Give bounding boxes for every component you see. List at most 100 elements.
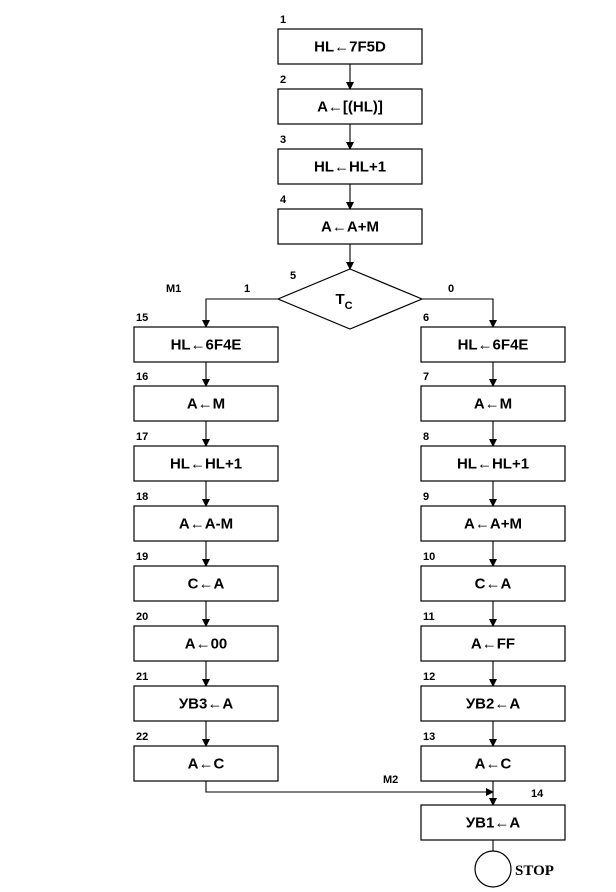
process-label: HL←6F4E <box>458 337 529 354</box>
branch-label-no: 0 <box>448 283 454 295</box>
node-5: TC 5 <box>276 268 424 330</box>
process-label: HL←6F4E <box>171 337 242 354</box>
process-label: C←A <box>188 576 225 593</box>
process-label: A←A-M <box>179 516 233 533</box>
process-box <box>133 385 279 422</box>
process-label: A←C <box>475 756 512 773</box>
process-box <box>420 505 566 542</box>
process-label: УВ1←A <box>466 815 521 832</box>
branch-label-yes: 1 <box>244 283 250 295</box>
process-label: A←A+M <box>321 219 379 236</box>
process-label: HL←7F5D <box>314 39 386 56</box>
node-9: A←A+M 9 <box>420 491 566 542</box>
flow-connector <box>205 781 494 796</box>
process-box <box>420 445 566 482</box>
process-box <box>133 505 279 542</box>
process-box <box>277 28 423 65</box>
terminal-label: STOP <box>515 863 554 879</box>
node-21: УВ3←A 21 <box>133 671 279 722</box>
process-label: A←[(HL)] <box>317 99 383 116</box>
marker-m1: M1 <box>166 283 181 295</box>
process-box <box>420 326 566 363</box>
step-number: 3 <box>280 134 286 146</box>
flowchart-edges <box>202 64 497 851</box>
step-number: 1 <box>280 14 286 26</box>
node-11: A←FF 11 <box>420 611 566 662</box>
process-label: УВ2←A <box>466 696 521 713</box>
decision-label: TC <box>335 291 352 312</box>
process-box <box>133 685 279 722</box>
process-box <box>420 745 566 782</box>
node-3: HL←HL+1 3 <box>277 134 423 185</box>
process-box <box>420 385 566 422</box>
node-15: HL←6F4E 15 <box>133 312 279 363</box>
step-number: 6 <box>423 312 429 324</box>
step-number: 21 <box>136 671 148 683</box>
process-box <box>133 565 279 602</box>
step-number: 11 <box>423 611 435 623</box>
node-7: A←M 7 <box>420 371 566 422</box>
marker-m2: M2 <box>383 774 398 786</box>
node-6: HL←6F4E 6 <box>420 312 566 363</box>
process-label: A←M <box>474 396 512 413</box>
node-16: A←M 16 <box>133 371 279 422</box>
process-box <box>277 148 423 185</box>
process-box <box>420 685 566 722</box>
flowchart-nodes: HL←7F5D1A←[(HL)]2HL←HL+13A←A+M4TC5HL←6F4… <box>133 14 566 841</box>
step-number: 20 <box>136 611 148 623</box>
node-8: HL←HL+1 8 <box>420 431 566 482</box>
node-12: УВ2←A 12 <box>420 671 566 722</box>
process-label: A←A+M <box>464 516 522 533</box>
step-number: 12 <box>423 671 435 683</box>
node-19: C←A 19 <box>133 551 279 602</box>
process-label: A←00 <box>185 636 228 653</box>
node-1: HL←7F5D 1 <box>277 14 423 65</box>
process-label: HL←HL+1 <box>314 159 386 176</box>
node-17: HL←HL+1 17 <box>133 431 279 482</box>
step-number: 14 <box>531 788 544 800</box>
step-number: 22 <box>136 731 148 743</box>
step-number: 2 <box>280 74 286 86</box>
flow-connector <box>422 298 497 328</box>
node-2: A←[(HL)] 2 <box>277 74 423 125</box>
process-label: A←FF <box>471 636 515 653</box>
process-box <box>277 88 423 125</box>
process-label: A←C <box>188 756 225 773</box>
node-18: A←A-M 18 <box>133 491 279 542</box>
process-label: HL←HL+1 <box>170 456 242 473</box>
step-number: 5 <box>290 270 296 282</box>
process-label: УВ3←A <box>179 696 234 713</box>
process-label: HL←HL+1 <box>457 456 529 473</box>
decision-diamond <box>276 268 424 330</box>
step-number: 4 <box>280 194 287 206</box>
step-number: 10 <box>423 551 435 563</box>
step-number: 9 <box>423 491 429 503</box>
process-box <box>133 326 279 363</box>
flow-connector <box>202 298 278 328</box>
process-box <box>420 804 566 841</box>
process-box <box>133 445 279 482</box>
node-20: A←00 20 <box>133 611 279 662</box>
process-box <box>420 625 566 662</box>
process-box <box>133 745 279 782</box>
node-10: C←A 10 <box>420 551 566 602</box>
terminal-circle <box>474 850 512 888</box>
step-number: 18 <box>136 491 148 503</box>
process-label: C←A <box>475 576 512 593</box>
process-label: A←M <box>187 396 225 413</box>
node-4: A←A+M 4 <box>277 194 423 245</box>
step-number: 19 <box>136 551 148 563</box>
step-number: 16 <box>136 371 148 383</box>
step-number: 13 <box>423 731 435 743</box>
step-number: 17 <box>136 431 148 443</box>
node-14: УВ1←A 14 <box>420 788 566 841</box>
step-number: 15 <box>136 312 148 324</box>
step-number: 8 <box>423 431 429 443</box>
process-box <box>133 625 279 662</box>
process-box <box>420 565 566 602</box>
node-22: A←C 22 <box>133 731 279 782</box>
node-13: A←C 13 <box>420 731 566 782</box>
step-number: 7 <box>423 371 429 383</box>
